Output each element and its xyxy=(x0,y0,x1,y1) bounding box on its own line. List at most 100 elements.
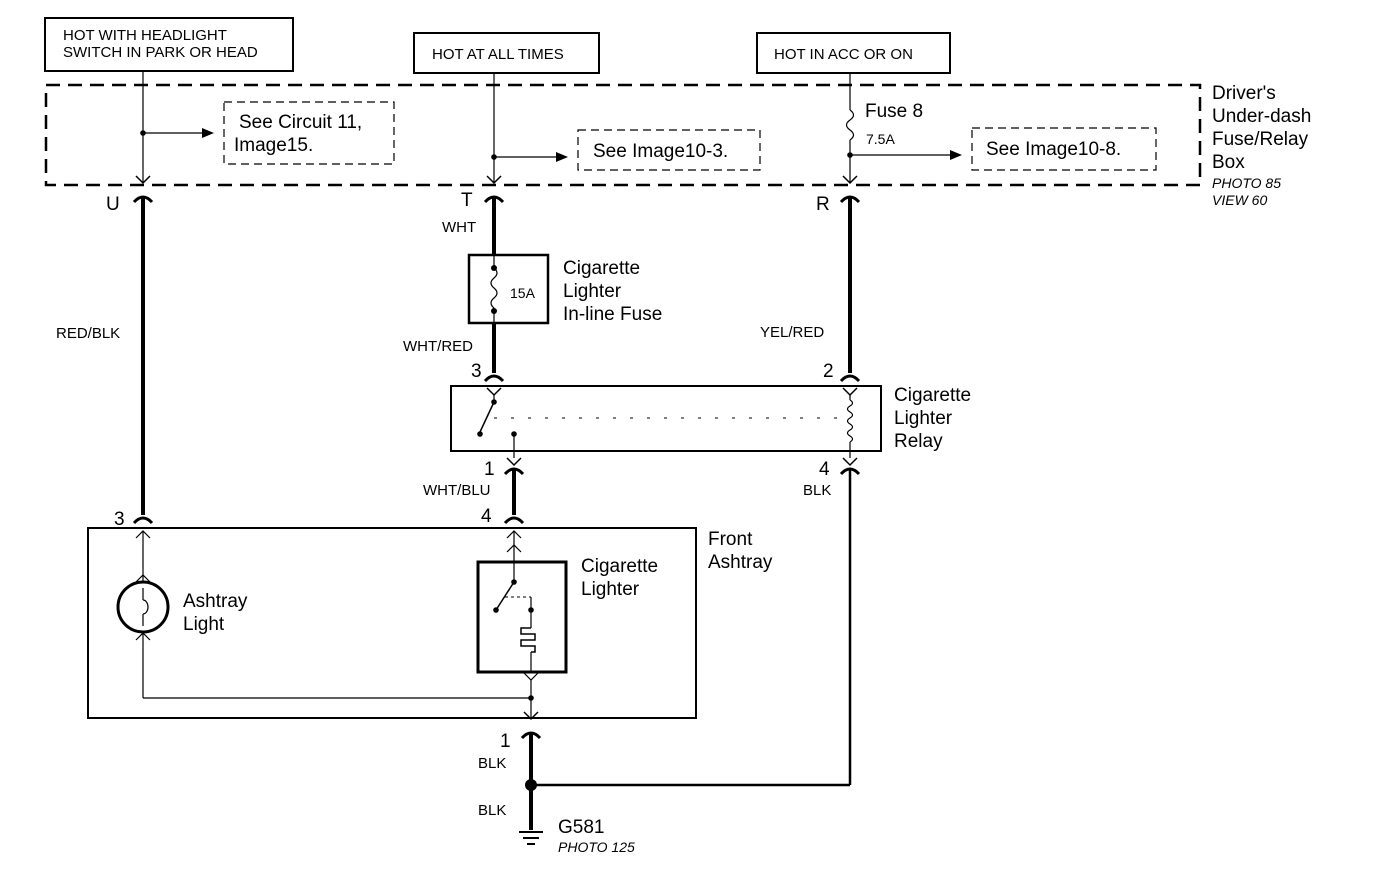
relay-pin-1: 1 xyxy=(484,459,495,480)
source-box-acc xyxy=(756,32,951,74)
source-label-park-2: SWITCH IN PARK OR HEAD xyxy=(63,44,258,61)
source-label-acc: HOT IN ACC OR ON xyxy=(774,46,913,63)
source-label-always: HOT AT ALL TIMES xyxy=(432,46,564,63)
relay-pivot xyxy=(491,399,497,405)
fuse-box-name-4: Box xyxy=(1212,152,1245,173)
wire-label-red-blk: RED/BLK xyxy=(56,325,120,342)
fuse-box-name-2: Under-dash xyxy=(1212,106,1311,127)
relay-pin-3: 3 xyxy=(471,361,482,382)
wire-label-wht: WHT xyxy=(442,219,476,236)
terminal-u: U xyxy=(106,194,120,215)
relay-name-2: Lighter xyxy=(894,408,953,429)
fuse-8-label: Fuse 8 xyxy=(865,101,923,122)
wire-label-blk-relay: BLK xyxy=(803,482,831,499)
lighter-switch-arm xyxy=(495,581,515,611)
ashtray-pin1-female xyxy=(520,731,542,740)
relay-pin4-male xyxy=(842,457,858,467)
lighter-contact-2 xyxy=(528,607,534,613)
inline-fuse-name-1: Cigarette xyxy=(563,258,640,279)
fuse-box-name-3: Fuse/Relay xyxy=(1212,129,1309,150)
fuse-box-view: VIEW 60 xyxy=(1212,192,1267,208)
ashtray-box xyxy=(87,527,697,719)
junction-park xyxy=(140,130,146,136)
connector-t-male xyxy=(486,175,502,185)
ashtray-pin-3: 3 xyxy=(114,509,125,530)
ref-arrowhead-mid xyxy=(556,152,568,162)
ref-box-left xyxy=(223,101,395,165)
fuse-box-photo: PHOTO 85 xyxy=(1212,175,1281,191)
ashtray-pin-1: 1 xyxy=(500,731,511,752)
connector-r-male xyxy=(842,175,858,185)
junction-always xyxy=(491,154,497,160)
inline-fuse-terminal-top xyxy=(491,265,497,271)
connector-u-male xyxy=(135,175,151,185)
inline-fuse-element xyxy=(490,267,498,309)
ref-right-text: See Image10-8. xyxy=(986,139,1121,160)
source-label-park-1: HOT WITH HEADLIGHT xyxy=(63,27,227,44)
inline-fuse-rating: 15A xyxy=(510,285,536,301)
fuse-box-name-1: Driver's xyxy=(1212,83,1276,104)
terminal-t: T xyxy=(461,190,473,211)
lighter-name-2: Lighter xyxy=(581,579,640,600)
fuse-8-rating: 7.5A xyxy=(866,131,895,147)
inline-fuse-terminal-bottom xyxy=(491,308,497,314)
ashtray-pin4-female xyxy=(503,516,525,525)
fuse-8-element xyxy=(845,109,855,141)
ground-photo: PHOTO 125 xyxy=(558,839,635,855)
ref-mid-text: See Image10-3. xyxy=(593,141,728,162)
relay-pin2-female xyxy=(839,374,861,383)
lighter-chevron-bottom xyxy=(523,672,539,681)
ashtray-pin1-male xyxy=(523,711,539,721)
lighter-heating-element xyxy=(520,627,536,653)
lighter-contact xyxy=(493,607,499,613)
ref-left-line-1: See Circuit 11, xyxy=(239,112,362,133)
wire-label-yel-red: YEL/RED xyxy=(760,324,824,341)
ref-arrowhead-left xyxy=(202,128,214,138)
splice-point xyxy=(525,779,537,791)
wire-label-wht-red: WHT/RED xyxy=(403,338,473,355)
lighter-pivot xyxy=(511,579,517,585)
ashtray-light-name-1: Ashtray xyxy=(183,591,248,612)
relay-box xyxy=(450,385,882,452)
ashtray-light-name-2: Light xyxy=(183,614,225,635)
ref-box-right xyxy=(971,127,1157,171)
ref-arrowhead-right xyxy=(950,150,962,160)
fuse-box-outline xyxy=(44,83,1202,187)
ashtray-ground-junction xyxy=(528,695,534,701)
relay-switch-arm xyxy=(479,401,495,433)
junction-acc xyxy=(847,152,853,158)
lighter-box xyxy=(476,560,568,674)
relay-pin1-male xyxy=(506,457,522,467)
relay-name-1: Cigarette xyxy=(894,385,971,406)
relay-pin2-male xyxy=(842,387,858,397)
relay-pin-2: 2 xyxy=(823,361,834,382)
terminal-r: R xyxy=(816,194,830,215)
relay-contact-no xyxy=(511,431,517,437)
ashtray-light-filament xyxy=(142,588,149,626)
relay-coil xyxy=(846,399,854,443)
wire-label-wht-blu: WHT/BLU xyxy=(423,482,491,499)
wire-label-blk-upper: BLK xyxy=(478,755,506,772)
wire-label-blk-lower: BLK xyxy=(478,802,506,819)
relay-pin-4: 4 xyxy=(819,459,830,480)
source-box-always xyxy=(413,32,600,74)
ashtray-pin-4: 4 xyxy=(481,506,492,527)
inline-fuse-name-3: In-line Fuse xyxy=(563,304,662,325)
lighter-name-1: Cigarette xyxy=(581,556,658,577)
ref-box-mid xyxy=(577,129,761,171)
relay-name-3: Relay xyxy=(894,431,943,452)
ashtray-name-1: Front xyxy=(708,529,753,550)
inline-fuse-box xyxy=(467,253,550,325)
inline-fuse-name-2: Lighter xyxy=(563,281,622,302)
source-box-park xyxy=(44,17,294,72)
relay-pin3-male xyxy=(486,387,502,397)
ref-left-line-2: Image15. xyxy=(234,135,313,156)
relay-pin4-female xyxy=(839,467,861,476)
ashtray-pin3-female xyxy=(132,516,154,525)
ashtray-light-bulb xyxy=(116,580,170,634)
ground-name: G581 xyxy=(558,817,604,838)
relay-pin1-female xyxy=(503,467,525,476)
relay-contact-nc xyxy=(477,431,483,437)
ashtray-name-2: Ashtray xyxy=(708,552,773,573)
